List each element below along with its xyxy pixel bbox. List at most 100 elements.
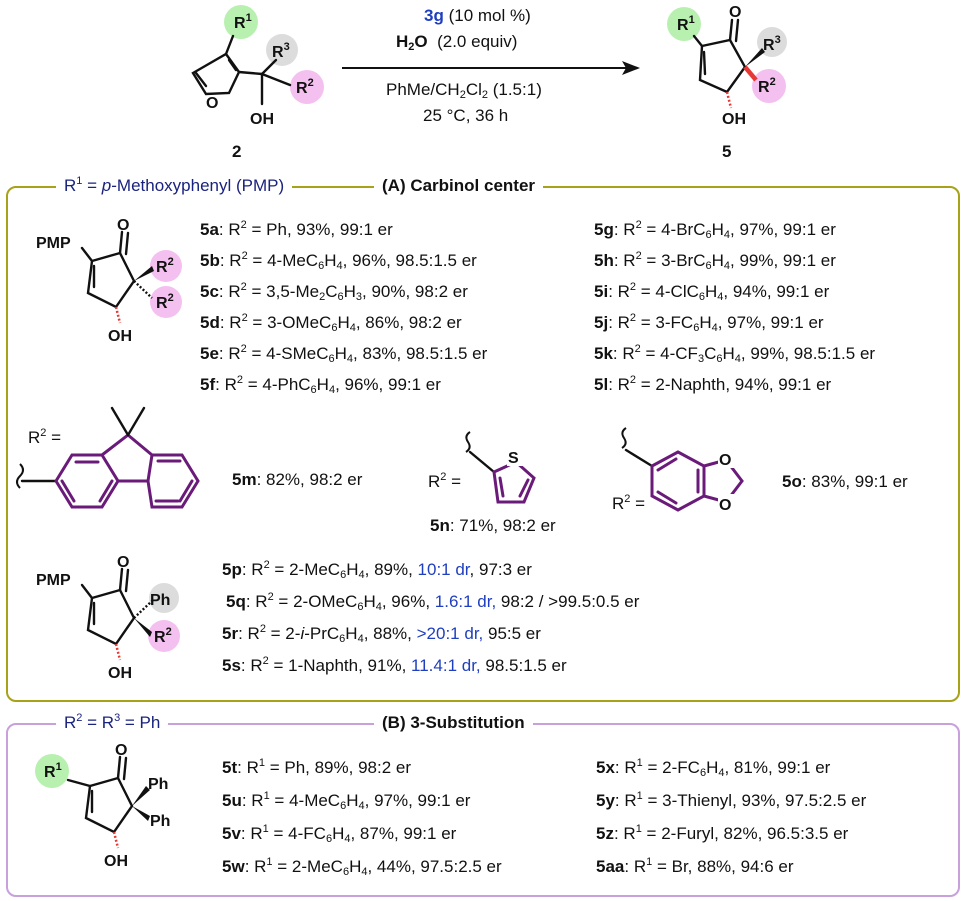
entry-r-sup: 2 [629,374,637,386]
entry-dr: >20:1 dr, [416,624,484,643]
entry-formula: = 4-PhC [242,375,311,394]
entry-result: , 96%, 98.5:1.5 er [342,251,477,270]
entry-r-sup: 2 [240,343,247,355]
entry-id: 5aa [596,857,625,876]
entry-5o: 5o: 83%, 99:1 er [782,472,908,491]
entry-5d: 5d: R2 = 3-OMeC6H4, 86%, 98:2 er [200,313,462,334]
a2-ph-label: Ph [150,592,170,609]
entry-id: 5d [200,313,220,332]
entry-formula: = 4-CF [640,344,698,363]
entry-5s: 5s: R2 = 1-Naphth, 91%, 11.4:1 dr, 98.5:… [222,656,567,676]
formula-sub: 6 [699,767,707,779]
formula-part: H [345,624,358,643]
formula-sub: 6 [705,260,712,272]
entry-5i: 5i: R2 = 4-ClC6H4, 94%, 99:1 er [594,282,829,303]
formula-sub: 4 [328,384,336,396]
b-o-label: O [115,742,127,759]
entry-formula: = 2- [265,624,301,643]
formula-sub: 4 [349,322,356,334]
dioxole-o-bottom: O [719,497,731,514]
entry-r: : R [237,758,259,777]
entry-r-sup: 1 [635,823,642,835]
entry-result: , 97%, 99:1 er [717,313,824,332]
entry-5h: 5h: R2 = 3-BrC6H4, 99%, 99:1 er [594,251,836,272]
entry-r-sup: 2 [634,343,641,355]
entry-5y: 5y: R1 = 3-Thienyl, 93%, 97.5:2.5 er [596,791,866,811]
entry-5f: 5f: R2 = 4-PhC6H4, 96%, 99:1 er [200,374,441,396]
r1-circle [667,7,701,41]
entry-formula: = 4-BrC [641,220,706,239]
catalyst-line: 3g (10 mol %) [424,6,531,25]
entry-result: , 97%, 99:1 er [730,220,836,239]
entry-r: : R [218,282,241,301]
entry-dr: 1.6:1 dr, [434,592,497,611]
formula-sub: 2 [319,291,326,303]
formula-part: H [346,560,359,579]
b-r1-label: R1 [44,761,62,781]
entry-5n: 5n: 71%, 98:2 er [430,516,556,535]
entry-5e: 5e: R2 = 4-SMeC6H4, 83%, 98.5:1.5 er [200,343,487,365]
entry-r-sup: 2 [240,219,247,231]
formula-part: H [337,313,350,332]
entry-formula: = 2-Naphth [636,375,726,394]
conditions-line: 25 °C, 36 h [423,106,509,125]
a2-oh-label: OH [108,665,132,682]
entry-r-sup: 1 [263,790,270,802]
entry-r: : R [613,824,636,843]
r3-circle [266,34,298,66]
dioxole-o-top: O [719,452,731,469]
sm-o-label: O [206,95,218,112]
entry-id: 5f [200,375,216,394]
entry-id: 5k [594,344,613,363]
entry-result: , 94%, 99:1 er [725,375,832,394]
entry-result: , 88%, 94:6 er [687,857,794,876]
entry-5r: 5r: R2 = 2-i-PrC6H4, 88%, >20:1 dr, 95:5… [222,624,541,645]
a1-pmp-label: PMP [36,235,71,252]
a1-o-label: O [117,217,129,234]
entry-r: : R [608,313,630,332]
entry-id: 5e [200,344,219,363]
r2-eq-label-o: R2 = [612,493,646,514]
entry-formula: = 2-OMeC [273,592,358,611]
entry-r-sup: 1 [262,823,269,835]
formula-italic: i [300,624,305,643]
section-a-title: (A) Carbinol center [374,176,544,196]
thiophene-s-label: S [508,450,519,467]
entry-formula: = 2-FC [642,758,700,777]
formula-sub: 4 [361,866,368,878]
entry-result: , 99%, 98.5:1.5 er [740,344,876,363]
formula-sub: 4 [718,767,725,779]
formula-sub: 4 [717,291,724,303]
a1-r2-label-bottom: R2 [156,292,174,312]
entry-r-sup: 2 [240,281,247,293]
product-r1-label: R1 [677,14,695,34]
r2-eq-label-m: R2 = [28,427,62,448]
entry-5v: 5v: R1 = 4-FC6H4, 87%, 99:1 er [222,823,456,845]
entry-r: : R [613,251,636,270]
section-a-structure-2: O PMP Ph R2 OH [36,554,180,682]
formula-sub: 4 [711,322,718,334]
entry-formula: = 4-ClC [636,282,699,301]
formula-part: C [325,282,338,301]
entry-formula: = 3-OMeC [247,313,332,332]
entry-formula: = Ph [246,220,287,239]
formula-part: H [334,344,347,363]
formula-part: H [722,344,735,363]
formula-sub: 6 [337,291,344,303]
entry-result: , 44%, 97.5:2.5 er [367,857,502,876]
formula-sub: 4 [344,833,351,845]
entry-r: : R [241,791,264,810]
entry-r: : R [612,344,635,363]
entry-id: 5u [222,791,242,810]
entry-r: : R [608,375,630,394]
entry-r-sup: 2 [236,374,243,386]
formula-sub: 4 [336,260,343,272]
entry-id: 5p [222,560,242,579]
formula-sub: 4 [346,353,354,365]
entry-r: : R [219,313,242,332]
a1-r2-label-top: R2 [156,256,174,276]
product-r2-label: R2 [758,76,776,96]
formula-sub: 6 [328,353,335,365]
entry-r-sup: 2 [635,219,642,231]
entry-id: 5i [594,282,609,301]
